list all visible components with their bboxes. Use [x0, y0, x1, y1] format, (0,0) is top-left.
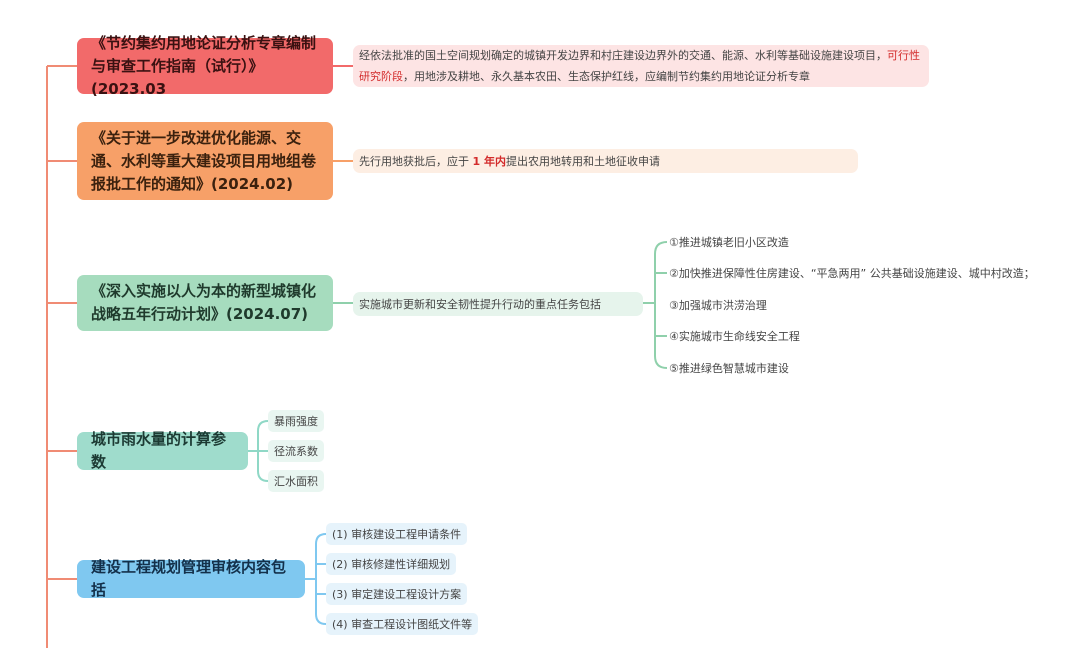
topic-1-note-text-a: 经依法批准的国土空间规划确定的城镇开发边界和村庄建设边界外的交通、能源、水利等基…	[359, 49, 887, 62]
topic-5-title: 建设工程规划管理审核内容包括	[91, 558, 287, 599]
topic-2-note-highlight: 1 年内	[472, 154, 506, 168]
topic-3-item-2[interactable]: ②加快推进保障性住房建设、“平急两用” 公共基础设施建设、城中村改造；	[669, 267, 1035, 280]
topic-2-note-text-a: 先行用地获批后，应于	[359, 154, 473, 168]
topic-3-title: 《深入实施以人为本的新型城镇化战略五年行动计划》(2024.07)	[91, 282, 317, 323]
topic-4-item-3[interactable]: 汇水面积	[268, 470, 324, 492]
topic-5-item-2[interactable]: (2) 审核修建性详细规划	[326, 553, 457, 575]
topic-3-node[interactable]: 《深入实施以人为本的新型城镇化战略五年行动计划》(2024.07)	[77, 275, 333, 331]
topic-2-node[interactable]: 《关于进一步改进优化能源、交通、水利等重大建设项目用地组卷报批工作的通知》(20…	[77, 122, 333, 200]
topic-2-note-text-b: 提出农用地转用和土地征收申请	[505, 154, 660, 168]
topic-4-title: 城市雨水量的计算参数	[91, 430, 227, 471]
topic-5-item-3[interactable]: (3) 审定建设工程设计方案	[326, 583, 468, 605]
topic-3-item-1[interactable]: ①推进城镇老旧小区改造	[669, 236, 789, 249]
topic-2-title: 《关于进一步改进优化能源、交通、水利等重大建设项目用地组卷报批工作的通知》(20…	[91, 128, 317, 193]
topic-3-note-text: 实施城市更新和安全韧性提升行动的重点任务包括	[359, 297, 601, 311]
topic-5-item-4[interactable]: (4) 审查工程设计图纸文件等	[326, 613, 479, 635]
topic-4-item-1[interactable]: 暴雨强度	[268, 410, 324, 432]
topic-1-note-text-b: ，用地涉及耕地、永久基本农田、生态保护红线，应编制节约集约用地论证分析专章	[403, 70, 810, 83]
topic-2-note[interactable]: 先行用地获批后，应于 1 年内提出农用地转用和土地征收申请	[353, 149, 858, 173]
topic-4-node[interactable]: 城市雨水量的计算参数	[77, 430, 248, 471]
topic-3-note[interactable]: 实施城市更新和安全韧性提升行动的重点任务包括	[353, 292, 643, 316]
topic-4-item-2[interactable]: 径流系数	[268, 440, 324, 462]
topic-3-item-3[interactable]: ③加强城市洪涝治理	[669, 299, 767, 312]
topic-1-title: 《节约集约用地论证分析专章编制与审查工作指南（试行）》(2023.03	[91, 33, 317, 98]
topic-3-item-5[interactable]: ⑤推进绿色智慧城市建设	[669, 362, 789, 375]
topic-1-note[interactable]: 经依法批准的国土空间规划确定的城镇开发边界和村庄建设边界外的交通、能源、水利等基…	[353, 45, 929, 87]
topic-1-note-highlight: 可行性研究阶段	[359, 49, 920, 83]
topic-5-item-1[interactable]: (1) 审核建设工程申请条件	[326, 523, 468, 545]
topic-3-item-4[interactable]: ④实施城市生命线安全工程	[669, 330, 800, 343]
topic-1-node[interactable]: 《节约集约用地论证分析专章编制与审查工作指南（试行）》(2023.03	[77, 34, 333, 98]
topic-5-node[interactable]: 建设工程规划管理审核内容包括	[77, 558, 305, 599]
